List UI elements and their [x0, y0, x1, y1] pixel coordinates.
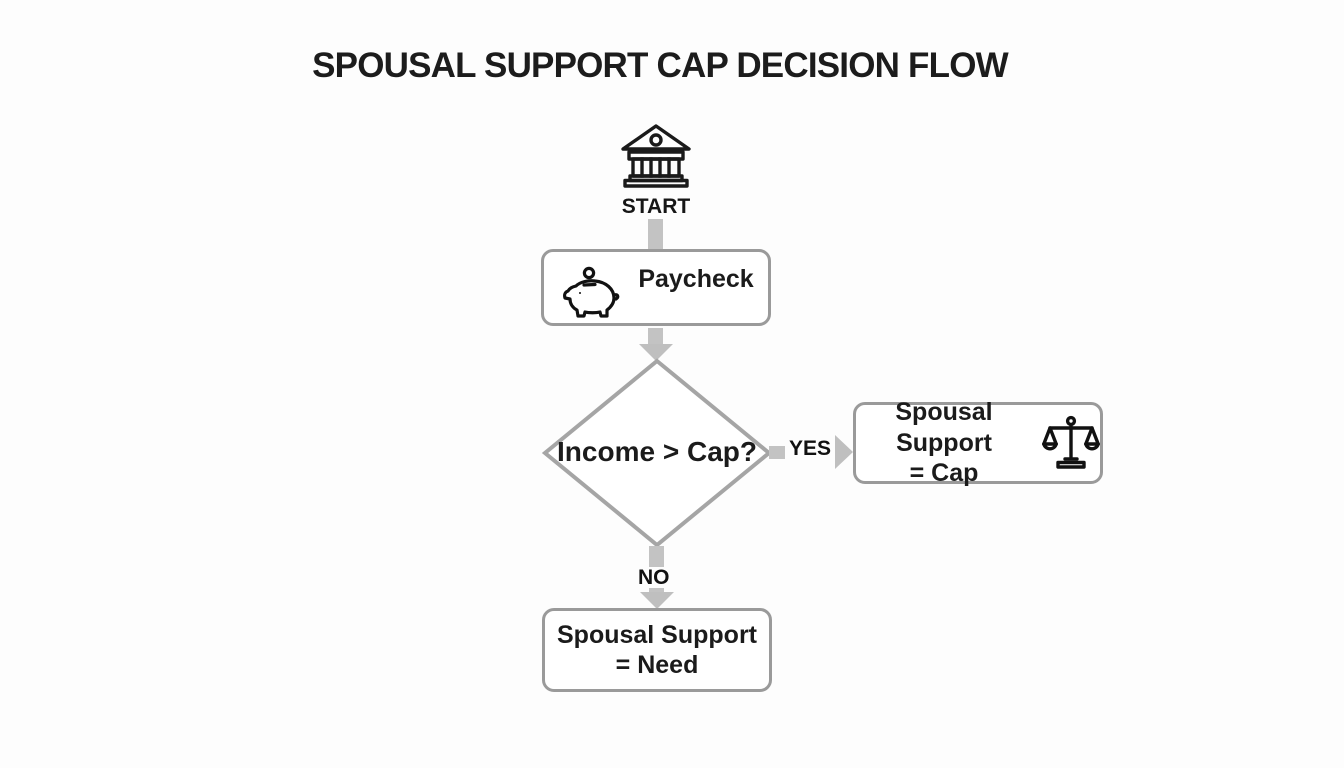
no-edge-label: NO	[634, 567, 674, 588]
paycheck-label: Paycheck	[638, 265, 754, 294]
outcome-cap-line2: = Cap	[909, 459, 979, 488]
outcome-need-label: Spousal Support = Need	[557, 620, 757, 681]
arrowhead-down-no	[640, 592, 674, 609]
outcome-need-node: Spousal Support = Need	[542, 608, 772, 692]
connector-paycheck-decision	[648, 328, 663, 345]
arrowhead-down-decision	[639, 344, 673, 361]
outcome-need-line2: = Need	[615, 651, 699, 679]
page-title: SPOUSAL SUPPORT CAP DECISION FLOW	[312, 46, 1009, 85]
piggy-bank-icon	[558, 266, 628, 322]
start-label: START	[621, 195, 691, 218]
outcome-cap-node: Spousal Support = Cap	[853, 398, 1103, 487]
outcome-cap-label: Spousal Support = Cap	[856, 397, 1032, 489]
outcome-cap-line1: Spousal Support	[895, 398, 993, 457]
yes-edge-label: YES	[785, 438, 836, 459]
scales-icon	[1042, 415, 1100, 471]
outcome-need-line1: Spousal Support	[557, 620, 757, 649]
arrowhead-right-yes	[835, 435, 853, 469]
connector-start-paycheck	[648, 219, 663, 250]
bank-icon	[620, 122, 692, 188]
paycheck-node: Paycheck	[541, 249, 771, 326]
decision-diamond	[541, 358, 773, 548]
decision-label: Income > Cap?	[557, 436, 757, 467]
